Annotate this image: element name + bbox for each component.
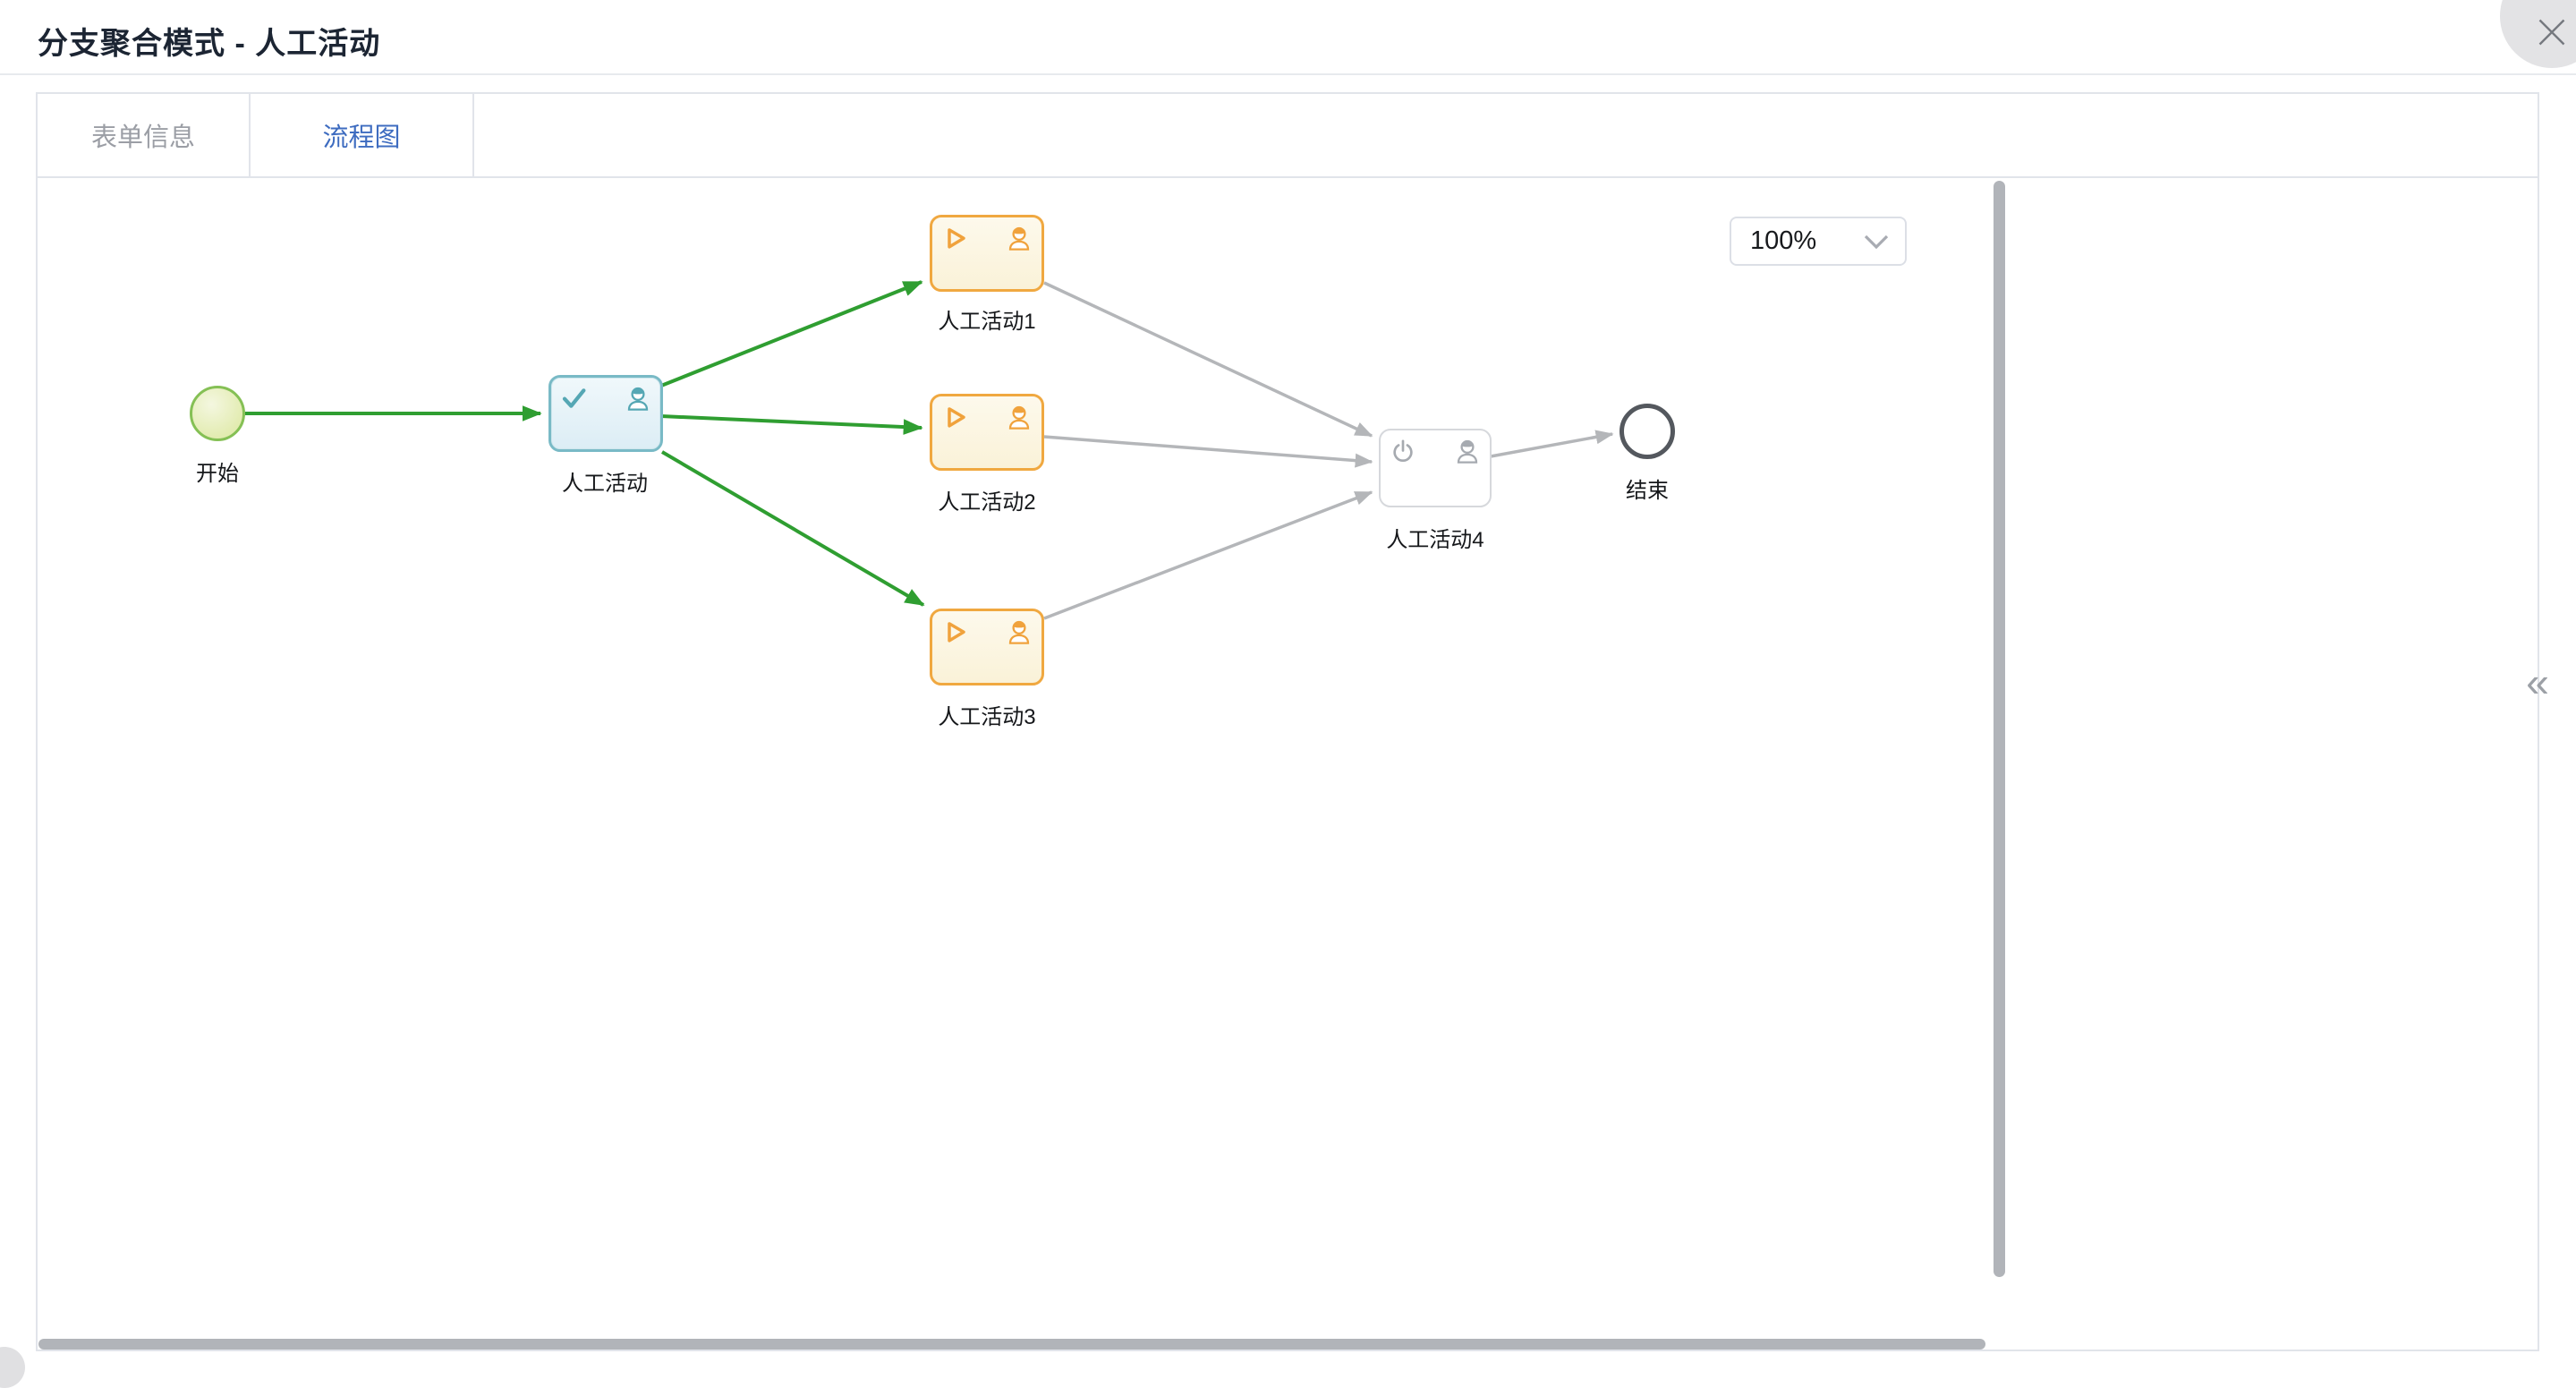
node-end-event[interactable]	[1620, 404, 1675, 459]
edge-task3-to-task4	[1043, 490, 1373, 620]
play-icon	[940, 224, 969, 252]
edge-task0-to-task3	[660, 450, 925, 607]
page-title: 分支聚合模式 - 人工活动	[38, 27, 381, 61]
node-label-task-main: 人工活动	[562, 472, 648, 496]
zoom-select[interactable]: 100%	[1730, 217, 1907, 266]
check-icon	[559, 384, 588, 413]
flow-canvas[interactable]: 开始 人工活动	[38, 178, 2538, 1350]
user-icon	[1453, 437, 1482, 465]
node-task-3[interactable]	[930, 609, 1044, 685]
tab-flow-chart[interactable]: 流程图	[251, 94, 474, 176]
chevron-down-icon	[1864, 234, 1889, 249]
user-icon	[1005, 224, 1033, 252]
user-icon	[1005, 403, 1033, 431]
edge-task1-to-task4	[1043, 281, 1373, 438]
node-label-end: 结束	[1626, 479, 1669, 503]
detail-card: 表单信息 流程图 开始	[36, 92, 2539, 1351]
window-corner	[0, 1347, 25, 1388]
node-task-1[interactable]	[930, 215, 1044, 292]
tab-form-info[interactable]: 表单信息	[38, 94, 251, 176]
edge-task2-to-task4	[1043, 435, 1373, 468]
node-task-main[interactable]	[548, 375, 663, 452]
panel-collapse-toggle[interactable]: «	[2526, 659, 2549, 705]
vertical-scrollbar[interactable]	[1994, 181, 2005, 1277]
node-label-start: 开始	[196, 462, 239, 486]
power-icon	[1389, 437, 1417, 465]
zoom-select-value: 100%	[1750, 226, 1817, 255]
node-task-4[interactable]	[1379, 429, 1492, 507]
play-icon	[940, 617, 969, 646]
node-label-task-4: 人工活动4	[1386, 528, 1484, 552]
user-icon	[1005, 617, 1033, 646]
user-icon	[624, 384, 652, 413]
edges-layer	[245, 280, 1614, 620]
edge-task0-to-task1	[660, 280, 923, 387]
close-icon	[2538, 19, 2565, 46]
edge-task4-to-end	[1490, 430, 1614, 458]
node-start-event[interactable]	[190, 386, 245, 441]
node-task-2[interactable]	[930, 394, 1044, 471]
node-label-task-1: 人工活动1	[938, 310, 1036, 334]
tab-bar: 表单信息 流程图	[38, 94, 2538, 178]
node-label-task-2: 人工活动2	[938, 490, 1036, 515]
horizontal-scrollbar[interactable]	[38, 1339, 1985, 1350]
play-icon	[940, 403, 969, 431]
node-label-task-3: 人工活动3	[938, 705, 1036, 729]
title-bar: 分支聚合模式 - 人工活动	[0, 0, 2576, 75]
edge-task0-to-task2	[660, 414, 923, 435]
